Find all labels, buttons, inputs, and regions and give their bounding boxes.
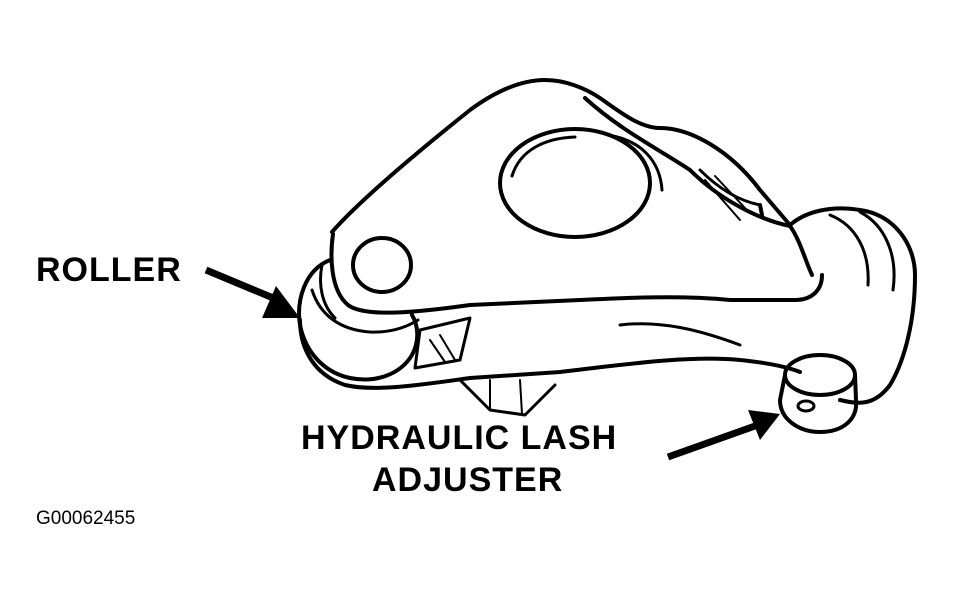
- roller-arrow-shaft: [204, 266, 280, 304]
- roller: [297, 258, 420, 382]
- roller-arrow-head: [262, 286, 300, 318]
- roller-label: ROLLER: [36, 251, 182, 289]
- pivot-bore: [498, 127, 652, 239]
- valve-pad: [458, 378, 557, 417]
- rocker-arm-body: [330, 78, 917, 405]
- figure-code: G00062455: [36, 508, 136, 529]
- hydraulic-lash-adjuster-label-line2: ADJUSTER: [372, 461, 564, 499]
- lash-adjuster-body: [778, 373, 859, 434]
- lash-adjuster-arrow-head: [748, 410, 780, 440]
- lash-adjuster-arrow-shaft: [666, 422, 757, 461]
- lash-adjuster-top: [783, 353, 857, 397]
- roller-slot: [413, 316, 472, 370]
- roller-axle-hole: [351, 236, 413, 294]
- hydraulic-lash-adjuster-label-line1: HYDRAULIC LASH: [301, 419, 618, 457]
- rocker-arm-top-ridge: [329, 232, 824, 315]
- rocker-arm-lower-edge: [298, 318, 802, 390]
